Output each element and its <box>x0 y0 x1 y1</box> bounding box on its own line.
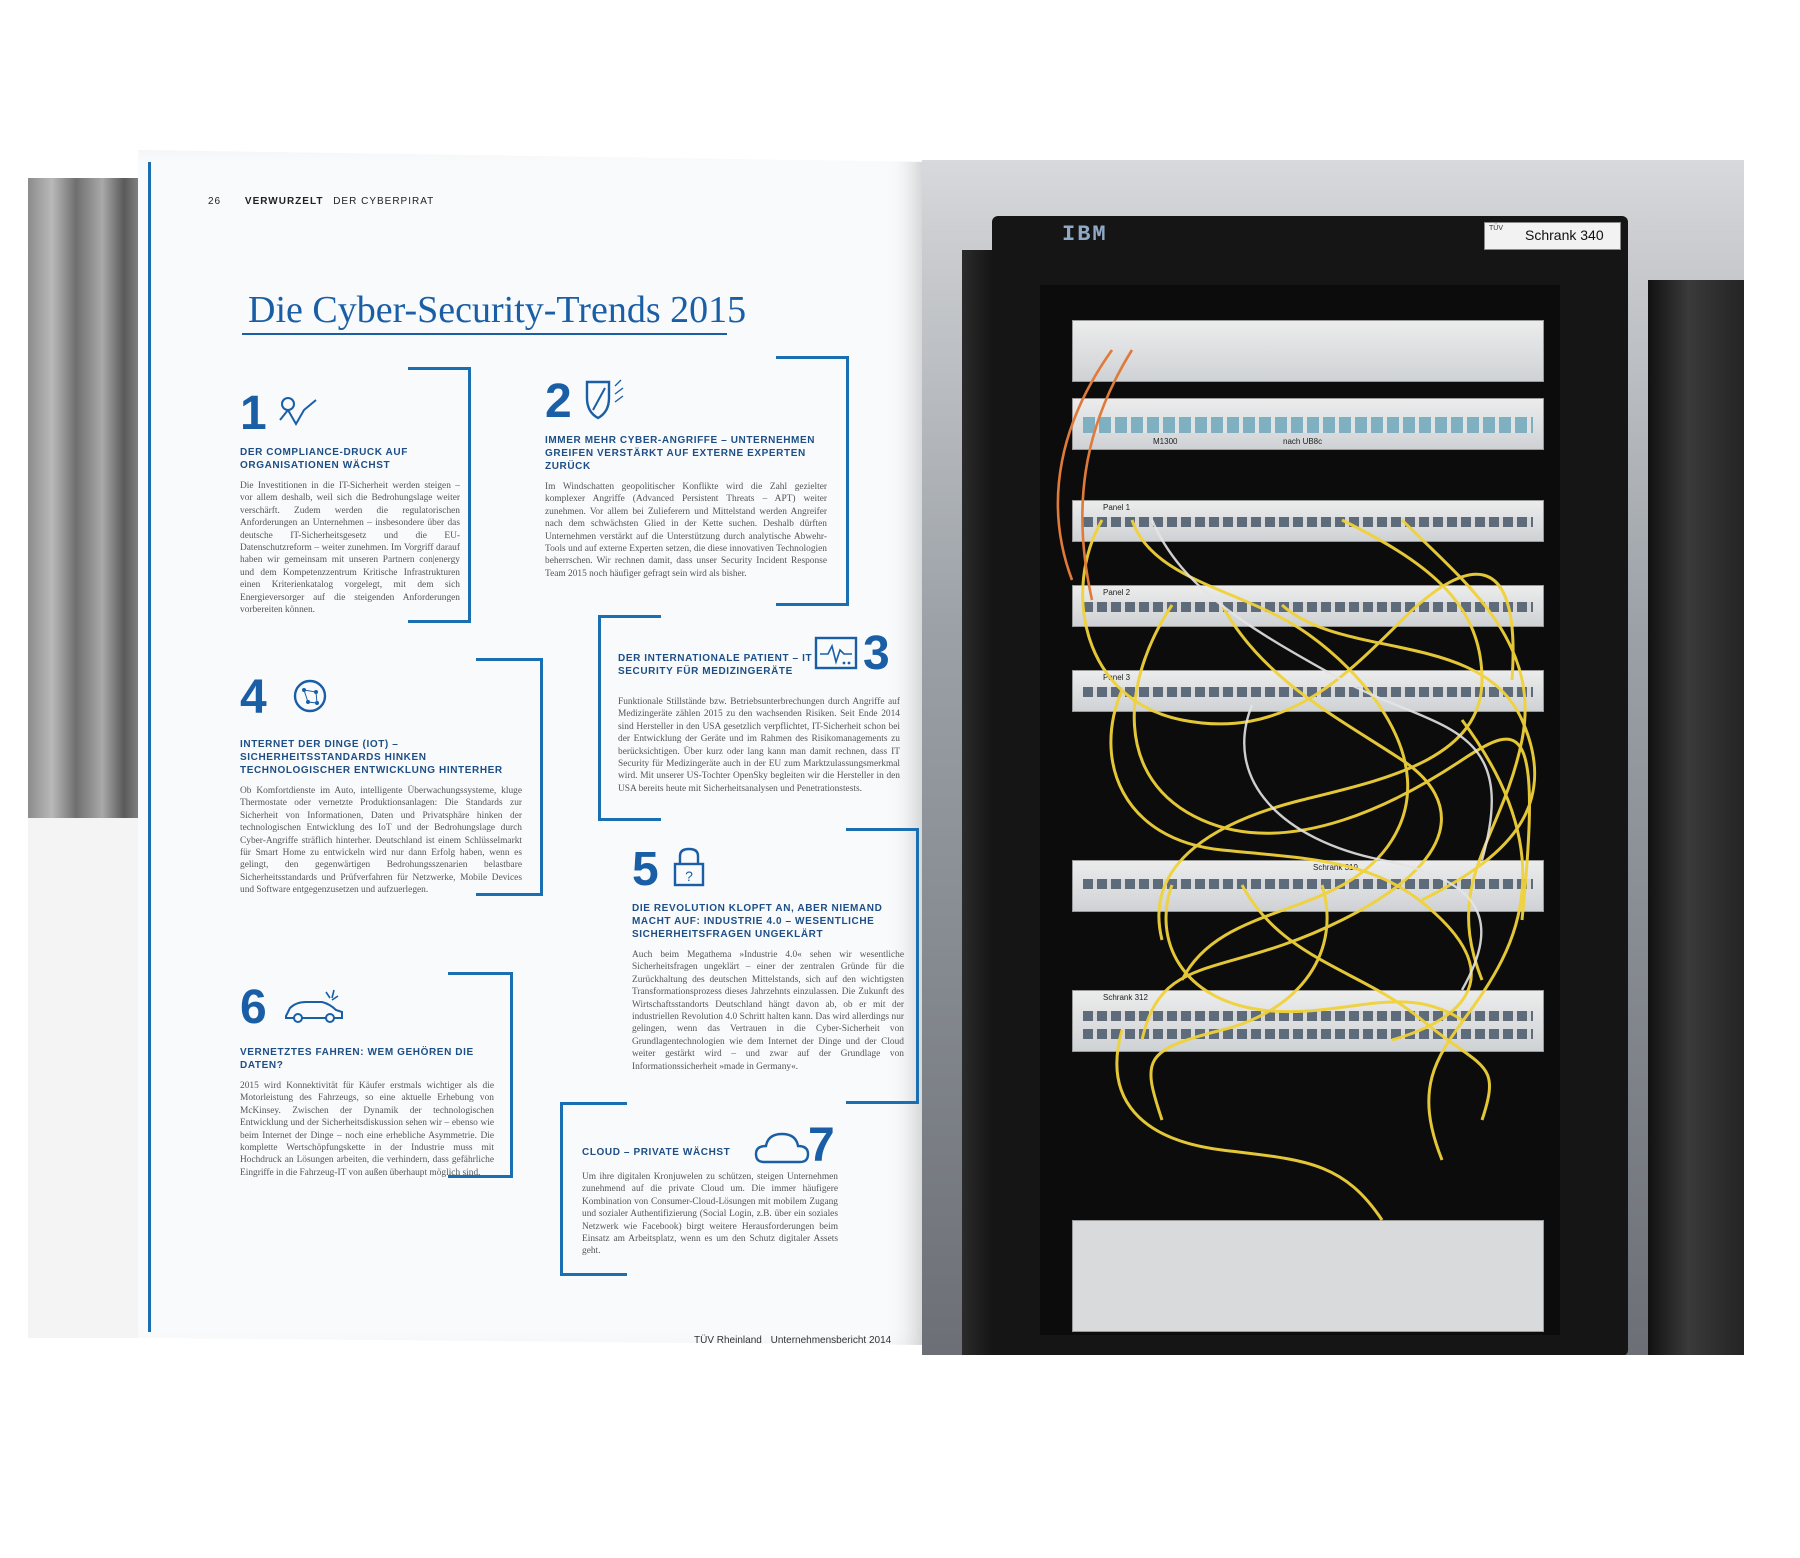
previous-page-photo-strip <box>28 178 148 818</box>
patch-panel: Schrank 312 <box>1072 990 1544 1052</box>
port-row <box>1083 417 1533 433</box>
trend-number: 1 <box>240 387 267 440</box>
trend-body: Um ihre digitalen Kronjuwelen zu schütze… <box>582 1172 838 1257</box>
patch-panel: Schrank 319 <box>1072 860 1544 912</box>
blank-plate <box>1072 1220 1544 1332</box>
trend-heading: INTERNET DER DINGE (IOT) – SICHERHEITSST… <box>240 739 503 776</box>
trend-body: Ob Komfortdienste im Auto, intelligente … <box>240 786 522 896</box>
panel-label: Panel 1 <box>1103 503 1131 512</box>
trend-body: Die Investitionen in die IT-Sicherheit w… <box>240 481 460 616</box>
trend-3: 3 DER INTERNATIONALE PATIENT – IT SECURI… <box>618 630 900 795</box>
patch-panel: Panel 1 <box>1072 500 1544 542</box>
panel-label: Schrank 312 <box>1103 993 1148 1002</box>
trend-heading: VERNETZTES FAHREN: WEM GEHÖREN DIE DATEN… <box>240 1047 474 1071</box>
trend-2: 2 IMMER MEHR CYBER-ANGRIFFE – UNTERNEHME… <box>545 378 827 580</box>
svg-text:?: ? <box>685 868 693 884</box>
cloud-icon <box>754 1132 810 1164</box>
title-underline <box>242 333 727 335</box>
trend-body: 2015 wird Konnektivität für Käufer erstm… <box>240 1081 494 1178</box>
patch-panel: Panel 3 <box>1072 670 1544 712</box>
cabinet-label-text: Schrank 340 <box>1525 227 1604 243</box>
trend-6: 6 VERNETZTES FAHREN: WEM GEHÖREN DIE DAT… <box>240 984 494 1179</box>
rack-logo: IBM <box>1062 222 1108 247</box>
page-footer: TÜV Rheinland Unternehmensbericht 2014 <box>694 1335 891 1346</box>
trend-heading: IMMER MEHR CYBER-ANGRIFFE – UNTERNEHMEN … <box>545 435 816 472</box>
section-name: VERWURZELT <box>244 196 324 207</box>
bracket-trend-6 <box>448 972 513 1178</box>
trend-number: 7 <box>808 1119 835 1172</box>
running-head: 26 VERWURZELT DER CYBERPIRAT <box>208 196 434 207</box>
bracket-trend-3 <box>598 615 661 821</box>
port-row <box>1083 517 1533 527</box>
subsection-name: DER CYBERPIRAT <box>333 196 435 207</box>
panel-label: Schrank 319 <box>1313 863 1358 872</box>
port-row <box>1083 687 1533 697</box>
compliance-icon <box>279 397 317 427</box>
trend-number: 5 <box>632 843 659 896</box>
trend-body: Funktionale Stillstände bzw. Betriebsunt… <box>618 697 900 794</box>
previous-page-flap <box>28 818 138 1338</box>
shield-icon <box>585 379 624 420</box>
trend-number: 6 <box>240 981 267 1034</box>
port-row <box>1083 1011 1533 1021</box>
trend-number: 2 <box>545 375 572 428</box>
patch-panel: M1300 nach UB8c <box>1072 398 1544 450</box>
bracket-trend-1 <box>408 367 471 623</box>
trend-heading: DER INTERNATIONALE PATIENT – IT SECURITY… <box>618 653 813 677</box>
patch-cables <box>1056 349 1537 1221</box>
page-number: 26 <box>208 196 222 207</box>
panel-label: nach UB8c <box>1283 437 1323 446</box>
bracket-trend-2 <box>776 356 849 606</box>
bracket-trend-4 <box>476 658 543 896</box>
trend-7: 7 CLOUD – PRIVATE WÄCHST Um ihre digital… <box>582 1122 838 1258</box>
port-row <box>1083 879 1533 889</box>
patch-panel: Panel 2 <box>1072 585 1544 627</box>
trend-1: 1 DER COMPLIANCE-DRUCK AUF ORGANISATIONE… <box>240 390 460 616</box>
cabinet-label: TÜV Schrank 340 <box>1484 222 1621 250</box>
bracket-trend-5 <box>846 828 919 1104</box>
trend-4: 4 INTERNET DER DINGE (IOT) – SICHERHEITS… <box>240 674 522 897</box>
patch-panel <box>1072 320 1544 382</box>
trend-number: 3 <box>863 627 890 680</box>
adjacent-rack <box>1648 280 1744 1355</box>
bracket-trend-7 <box>560 1102 627 1276</box>
cabinet-label-badge: TÜV <box>1489 225 1503 232</box>
panel-label: Panel 2 <box>1103 588 1131 597</box>
network-globe-icon <box>293 679 327 713</box>
port-row <box>1083 602 1533 612</box>
connected-car-icon <box>285 989 343 1023</box>
trend-5: 5 ? DIE REVOLUTION KLOPFT AN, ABER NIEMA… <box>632 846 904 1073</box>
page-edge-accent <box>148 162 151 1332</box>
footer-report: Unternehmensbericht 2014 <box>770 1335 892 1346</box>
trend-heading: CLOUD – PRIVATE WÄCHST <box>582 1147 731 1158</box>
medical-monitor-icon <box>814 636 858 670</box>
panel-label: Panel 3 <box>1103 673 1131 682</box>
trend-heading: DIE REVOLUTION KLOPFT AN, ABER NIEMAND M… <box>632 903 883 940</box>
footer-brand: TÜV Rheinland <box>694 1335 762 1346</box>
right-page-photo: IBM TÜV Schrank 340 M1300 nach UB8c Pane… <box>922 160 1744 1355</box>
left-page <box>138 150 928 1345</box>
panel-label: M1300 <box>1153 437 1178 446</box>
port-row <box>1083 1029 1533 1039</box>
trend-heading: DER COMPLIANCE-DRUCK AUF ORGANISATIONEN … <box>240 447 408 471</box>
trend-number: 4 <box>240 671 267 724</box>
page-title: Die Cyber-Security-Trends 2015 <box>248 289 747 331</box>
trend-body: Auch beim Megathema »Industrie 4.0« sehe… <box>632 950 904 1072</box>
trend-body: Im Windschatten geopolitischer Konflikte… <box>545 482 827 579</box>
lock-icon: ? <box>673 847 705 887</box>
